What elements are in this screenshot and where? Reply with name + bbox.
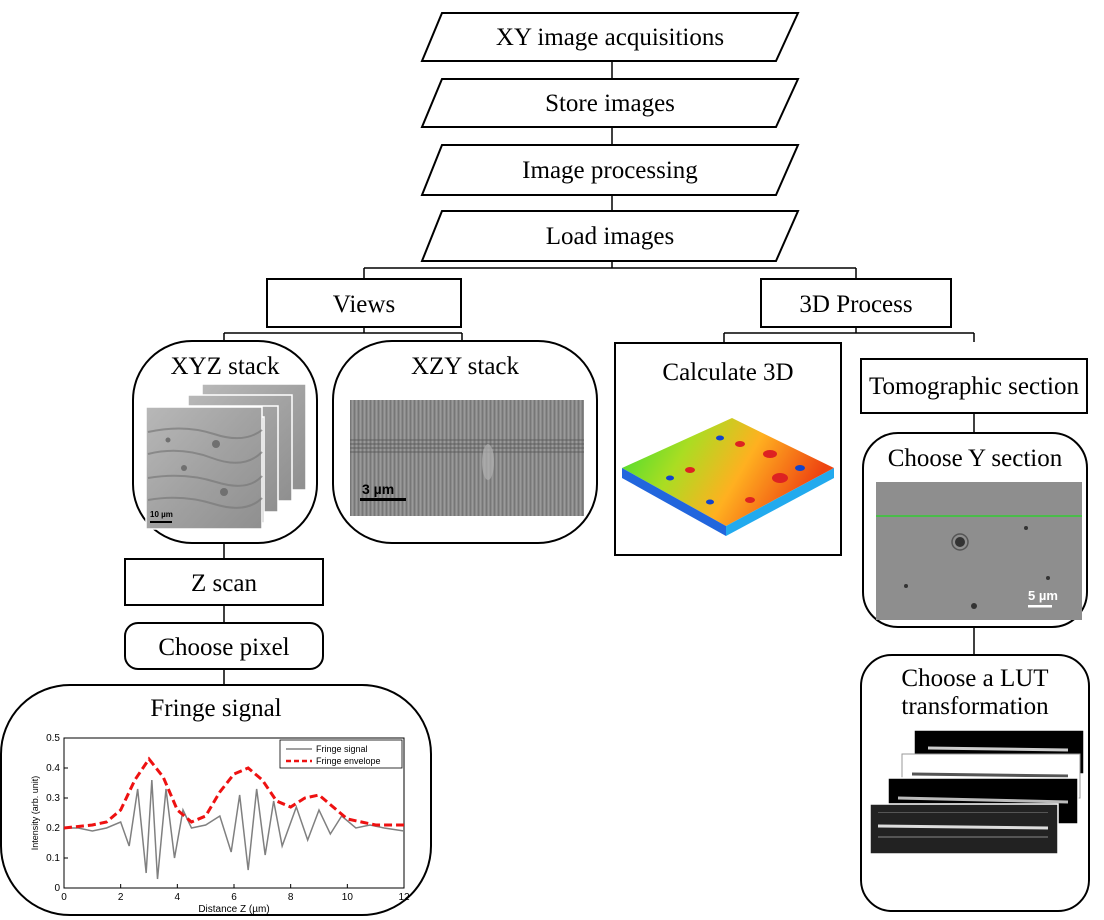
calculate-3d-box: Calculate 3D — [614, 342, 842, 556]
step-store-label: Store images — [545, 90, 675, 117]
xzy-stack-title: XZY stack — [410, 353, 520, 380]
lut-stack-images — [869, 729, 1085, 855]
y-tick-label: 0.1 — [46, 853, 60, 864]
step-acquisition-label: XY image acquisitions — [495, 24, 725, 51]
choose-y-section-title: Choose Y section — [887, 445, 1063, 472]
surface-3d-image — [622, 418, 834, 536]
tomographic-section-box: Tomographic section — [860, 358, 1088, 414]
y-tick-label: 0.5 — [46, 733, 60, 744]
step-load-shape — [420, 210, 800, 262]
zscan-label: Z scan — [191, 570, 257, 597]
x-tick-label: 8 — [288, 892, 294, 903]
choose-pixel-box: Choose pixel — [124, 622, 324, 670]
x-tick-label: 10 — [342, 892, 354, 903]
lut-panel: Choose a LUT transformation — [860, 654, 1090, 912]
y-section-image: 5 µm — [876, 482, 1082, 620]
x-tick-label: 0 — [61, 892, 67, 903]
fringe-signal-title: Fringe signal — [150, 695, 282, 722]
xyz-stack-title: XYZ stack — [170, 353, 280, 380]
choose-pixel-label: Choose pixel — [158, 634, 290, 661]
xyz-stack-images: 10 µm — [145, 383, 307, 530]
x-axis-label: Distance Z (µm) — [198, 904, 269, 914]
y-tick-label: 0.2 — [46, 823, 60, 834]
y-section-scale-label: 5 µm — [1028, 588, 1058, 603]
views-label: Views — [332, 291, 396, 318]
y-axis-label: Intensity (arb. unit) — [30, 776, 40, 851]
x-tick-label: 4 — [175, 892, 181, 903]
step-load-label: Load images — [545, 223, 675, 250]
legend-label-signal: Fringe signal — [316, 744, 368, 754]
step-processing-label: Image processing — [522, 157, 698, 184]
x-tick-label: 12 — [398, 892, 410, 903]
choose-y-section-panel: Choose Y section 5 µm — [862, 432, 1088, 628]
zscan-box: Z scan — [124, 558, 324, 606]
step-processing-shape — [420, 144, 800, 196]
legend-label-envelope: Fringe envelope — [316, 756, 381, 766]
xzy-scale-label: 3 µm — [362, 481, 394, 497]
xzy-stack-panel: XZY stack 3 µm — [332, 340, 598, 544]
tomographic-section-label: Tomographic section — [869, 373, 1079, 400]
step-acquisition-shape — [420, 12, 800, 62]
y-tick-label: 0.4 — [46, 763, 60, 774]
views-box: Views — [266, 278, 462, 328]
y-tick-label: 0.3 — [46, 793, 60, 804]
lut-title-line1: Choose a LUT — [901, 665, 1049, 692]
xzy-stack-image: 3 µm — [350, 400, 584, 516]
y-tick-label: 0 — [54, 883, 60, 894]
x-tick-label: 2 — [118, 892, 124, 903]
xyz-scale-label: 10 µm — [150, 510, 173, 519]
series-fringe-signal — [64, 779, 405, 880]
legend-box — [279, 739, 403, 769]
x-tick-label: 6 — [231, 892, 237, 903]
xyz-stack-panel: XYZ stack 10 µm — [132, 340, 318, 544]
step-store-shape — [420, 78, 800, 128]
calculate-3d-label: Calculate 3D — [662, 359, 794, 386]
process-box: 3D Process — [760, 278, 952, 328]
lut-title-line2: transformation — [901, 693, 1049, 720]
process-label: 3D Process — [799, 291, 913, 318]
